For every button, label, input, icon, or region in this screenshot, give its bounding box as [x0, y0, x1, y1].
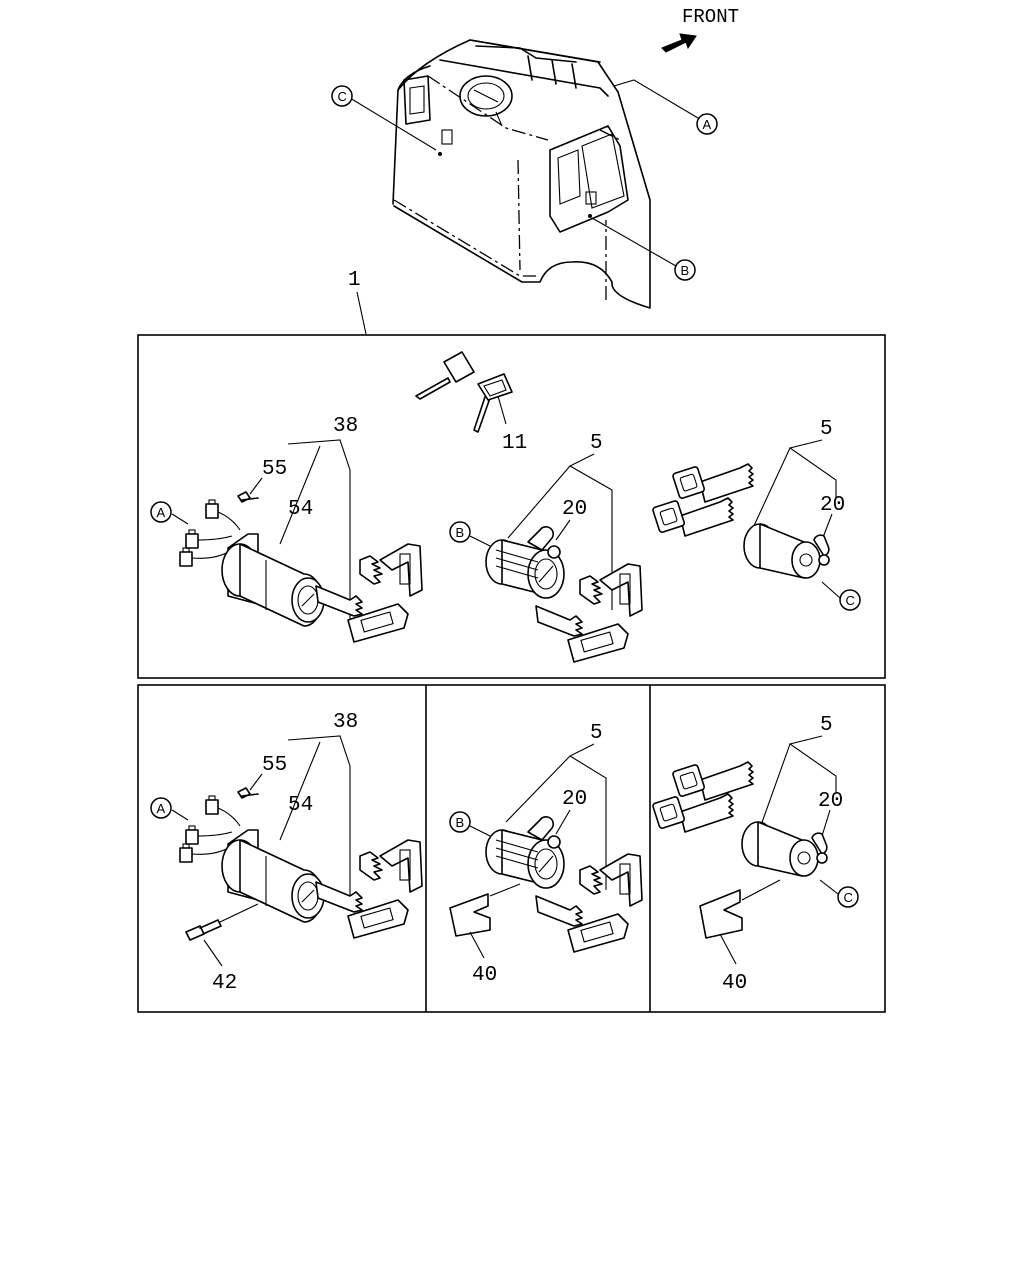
- svg-text:B: B: [456, 815, 465, 830]
- part-40-label-b: 40: [472, 964, 497, 987]
- part-5-label-bottom-b: 5: [590, 722, 603, 745]
- ref-a-bottom: A: [150, 797, 172, 819]
- lock-set-5-b-top: 5 20: [485, 432, 643, 663]
- kit-panel-bottom: [137, 684, 886, 1013]
- svg-text:A: A: [157, 505, 166, 520]
- svg-text:B: B: [681, 263, 690, 278]
- switch-set-38-top: 38 55 54: [179, 415, 423, 643]
- ref-b-top: B: [449, 521, 471, 543]
- plate-40-b: [449, 893, 491, 937]
- plate-40-c: [699, 889, 743, 939]
- svg-text:C: C: [846, 593, 855, 608]
- screw-55-top: [237, 491, 259, 503]
- part-5-label-bottom-c: 5: [820, 714, 833, 737]
- bolt-42: [185, 919, 222, 941]
- svg-text:B: B: [456, 525, 465, 540]
- svg-text:C: C: [844, 890, 853, 905]
- part-1-label: 1: [348, 269, 361, 292]
- part-54-label-bottom: 54: [288, 794, 313, 817]
- front-indicator: FRONT: [661, 6, 739, 53]
- part-40-label-c: 40: [722, 972, 747, 995]
- part-5-label-top-b: 5: [590, 432, 603, 455]
- ref-c-top: C: [839, 589, 861, 611]
- part-20-label-bottom-c: 20: [818, 790, 843, 813]
- part-11-label: 11: [502, 432, 527, 455]
- svg-text:C: C: [338, 89, 347, 104]
- ref-c-cab: C: [331, 85, 353, 107]
- key-set-11: [415, 351, 513, 433]
- lock-set-5-b-bottom: 5 20 40: [449, 722, 643, 987]
- ref-a-cab: A: [696, 113, 718, 135]
- part-54-label-top: 54: [288, 498, 313, 521]
- ref-b-cab: B: [674, 259, 696, 281]
- screw-55-bottom: [237, 787, 259, 799]
- ref-a-top: A: [150, 501, 172, 523]
- switch-set-38-bottom: 38 55 54 42: [179, 711, 423, 995]
- part-20-label-bottom-b: 20: [562, 788, 587, 811]
- front-label: FRONT: [682, 6, 739, 28]
- part-5-label-top-c: 5: [820, 418, 833, 441]
- lock-set-5-c-top: 5 20: [651, 418, 845, 579]
- svg-text:A: A: [703, 117, 712, 132]
- cab-illustration: [349, 39, 699, 309]
- ref-b-bottom: B: [449, 811, 471, 833]
- part-20-label-top-c: 20: [820, 494, 845, 517]
- part-20-label-top-b: 20: [562, 498, 587, 521]
- kit-panel-top: [137, 334, 886, 679]
- svg-text:A: A: [157, 801, 166, 816]
- part-38-label-bottom: 38: [333, 711, 358, 734]
- part-42-label: 42: [212, 972, 237, 995]
- front-arrow-icon: [661, 33, 697, 53]
- part-55-label-bottom: 55: [262, 754, 287, 777]
- part-55-label-top: 55: [262, 458, 287, 481]
- ref-c-bottom: C: [837, 886, 859, 908]
- lock-set-5-c-bottom: 5 20 40: [651, 714, 843, 995]
- part-38-label-top: 38: [333, 415, 358, 438]
